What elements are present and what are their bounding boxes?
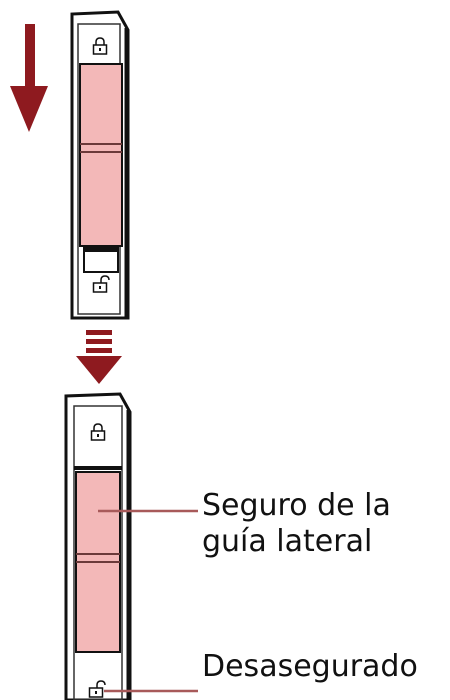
padlock-closed-icon: [92, 37, 108, 55]
padlock-open-icon: [92, 275, 110, 293]
side-guide-lock-label-line-2: guía lateral: [202, 524, 373, 559]
lock-lever: [83, 247, 119, 273]
down-arrow-icon: [10, 24, 48, 132]
side-guide-slider: [79, 63, 123, 247]
side-guide-panel-after: [64, 392, 132, 700]
side-guide-panel-before: [70, 10, 130, 320]
dashed-down-arrow-icon: [76, 330, 122, 384]
unlocked-label: Desasegurado: [202, 649, 418, 684]
padlock-open-icon: [88, 680, 106, 698]
side-guide-slider: [75, 471, 121, 653]
side-guide-lock-label-line-1: Seguro de la: [202, 488, 391, 523]
side-guide-lock-label: Seguro de la guía lateral: [202, 488, 391, 560]
padlock-closed-icon: [90, 423, 106, 441]
